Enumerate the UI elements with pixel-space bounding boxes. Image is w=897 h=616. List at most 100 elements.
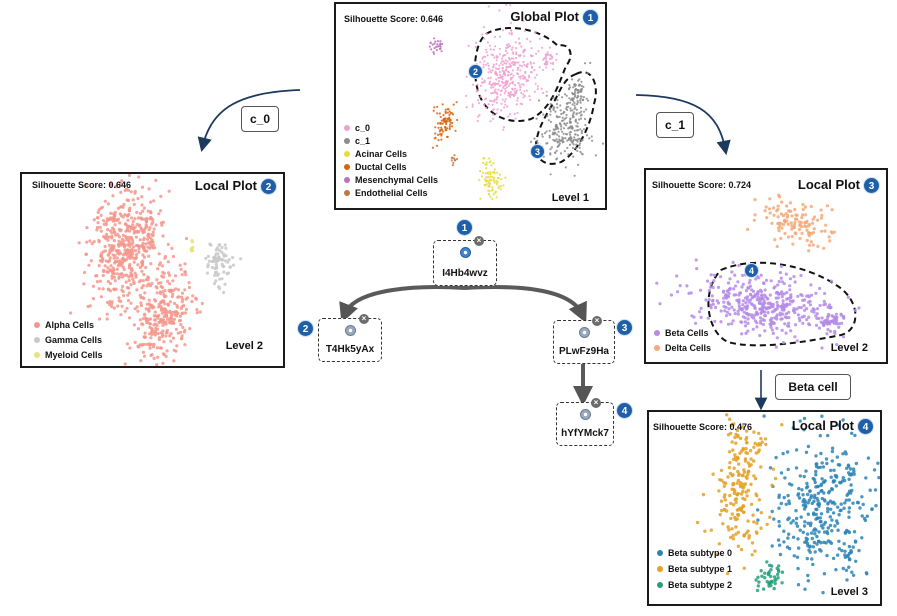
cell-point [126,228,130,233]
tree-node-3[interactable]: × PLwFz9Ha [553,316,615,364]
cell-point [748,292,753,296]
cell-point [498,70,501,74]
cell-point [142,230,147,234]
cell-point [513,112,516,115]
cell-point [155,278,159,282]
close-icon[interactable]: × [591,398,601,408]
cell-point [768,466,773,470]
cell-point [467,44,470,48]
cell-point [146,241,150,245]
cell-point [876,461,880,465]
cell-point [167,273,172,277]
cell-point [122,242,126,246]
cell-point [780,570,785,574]
cell-point [730,440,734,444]
cell-point [784,502,788,506]
cell-point [555,52,558,56]
cell-point [454,129,457,132]
cell-point [803,224,807,228]
edge-label-c0[interactable]: c_0 [241,106,279,132]
tree-node-2[interactable]: × T4Hk5yAx [318,314,382,362]
cell-point [498,47,501,50]
close-icon[interactable]: × [359,314,369,324]
cell-point [492,177,496,180]
cell-point [446,117,449,120]
cell-point [775,300,779,304]
edge-label-c1[interactable]: c_1 [656,112,694,138]
region-badge-3[interactable]: 3 [530,144,545,159]
cell-point [561,96,564,99]
cell-point [554,123,558,127]
cluster-outline-beta[interactable] [707,261,857,347]
cell-point [744,490,748,494]
cell-point [231,256,235,260]
cell-point [759,273,763,277]
close-icon[interactable]: × [592,316,602,326]
cell-point [502,73,505,76]
cell-point [511,46,514,49]
cell-point [496,108,499,111]
cell-point [97,317,102,321]
cell-point [154,178,158,182]
cell-point [783,322,787,326]
region-badge-4[interactable]: 4 [744,263,759,278]
cell-point [567,138,570,141]
cell-point [753,292,758,297]
cell-point [789,221,793,225]
cell-point [787,532,791,536]
cell-point [846,553,850,558]
cell-point [830,518,834,522]
cell-point [555,127,558,130]
cell-point [148,246,152,250]
region-badge-2[interactable]: 2 [468,64,483,79]
cell-point [727,450,732,454]
cell-point [137,280,141,284]
cell-point [750,541,755,545]
cell-point [818,516,822,520]
cell-point [791,242,795,246]
cell-point [105,235,109,239]
cell-point [561,116,564,119]
cell-point [757,498,761,502]
cluster-outline-c0[interactable] [474,27,572,122]
tree-node-4[interactable]: × hYfYMck7 [556,398,614,446]
cell-point [500,178,503,181]
cell-point [504,82,507,85]
edge-label-beta-cell[interactable]: Beta cell [775,374,851,400]
cell-point [482,63,485,66]
cell-point [825,530,829,534]
cell-point [498,35,502,38]
cell-point [805,532,810,536]
cell-point [786,222,790,226]
tree-node-1[interactable]: × I4Hb4wvz [433,236,497,286]
cell-point [712,279,716,283]
cell-point [844,498,848,502]
cell-point [796,313,800,317]
cell-point [218,243,222,247]
cell-point [484,89,487,92]
legend-item: Alpha Cells [34,320,103,330]
cell-point [541,46,544,49]
cell-point [211,259,215,263]
cell-point [439,128,442,132]
cell-point [823,229,827,233]
cell-point [517,37,521,40]
cell-point [517,73,520,76]
cell-point [126,298,130,303]
cell-point [131,220,135,224]
cell-point [180,291,185,295]
cell-point [730,305,734,309]
cell-point [779,305,783,309]
cluster-outline-c1[interactable] [534,71,597,165]
cell-point [213,255,217,259]
cell-point [563,122,566,125]
cell-point [131,198,135,202]
cell-point [152,227,156,231]
cell-point [142,354,147,358]
close-icon[interactable]: × [474,236,484,246]
cell-point [488,185,491,188]
